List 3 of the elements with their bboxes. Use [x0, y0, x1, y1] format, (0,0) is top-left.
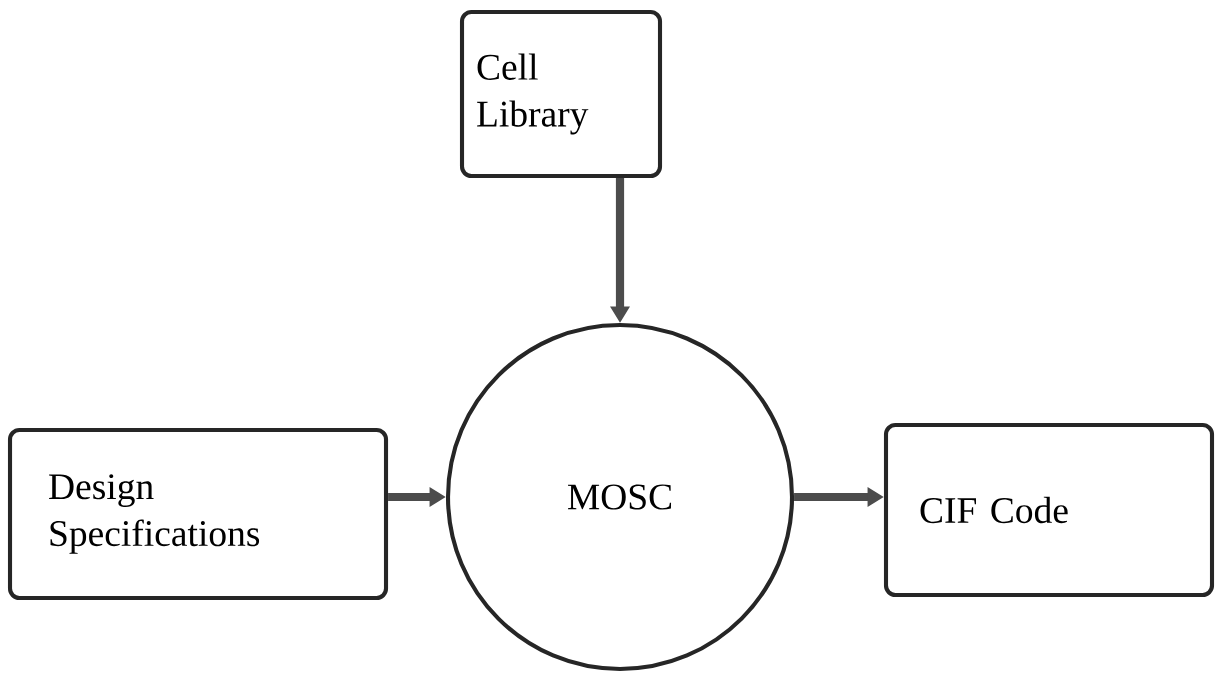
process-box: CIF Code [883, 422, 1215, 598]
process-box: Cell Library [459, 9, 663, 179]
process-box: Design Specifications [7, 427, 389, 601]
